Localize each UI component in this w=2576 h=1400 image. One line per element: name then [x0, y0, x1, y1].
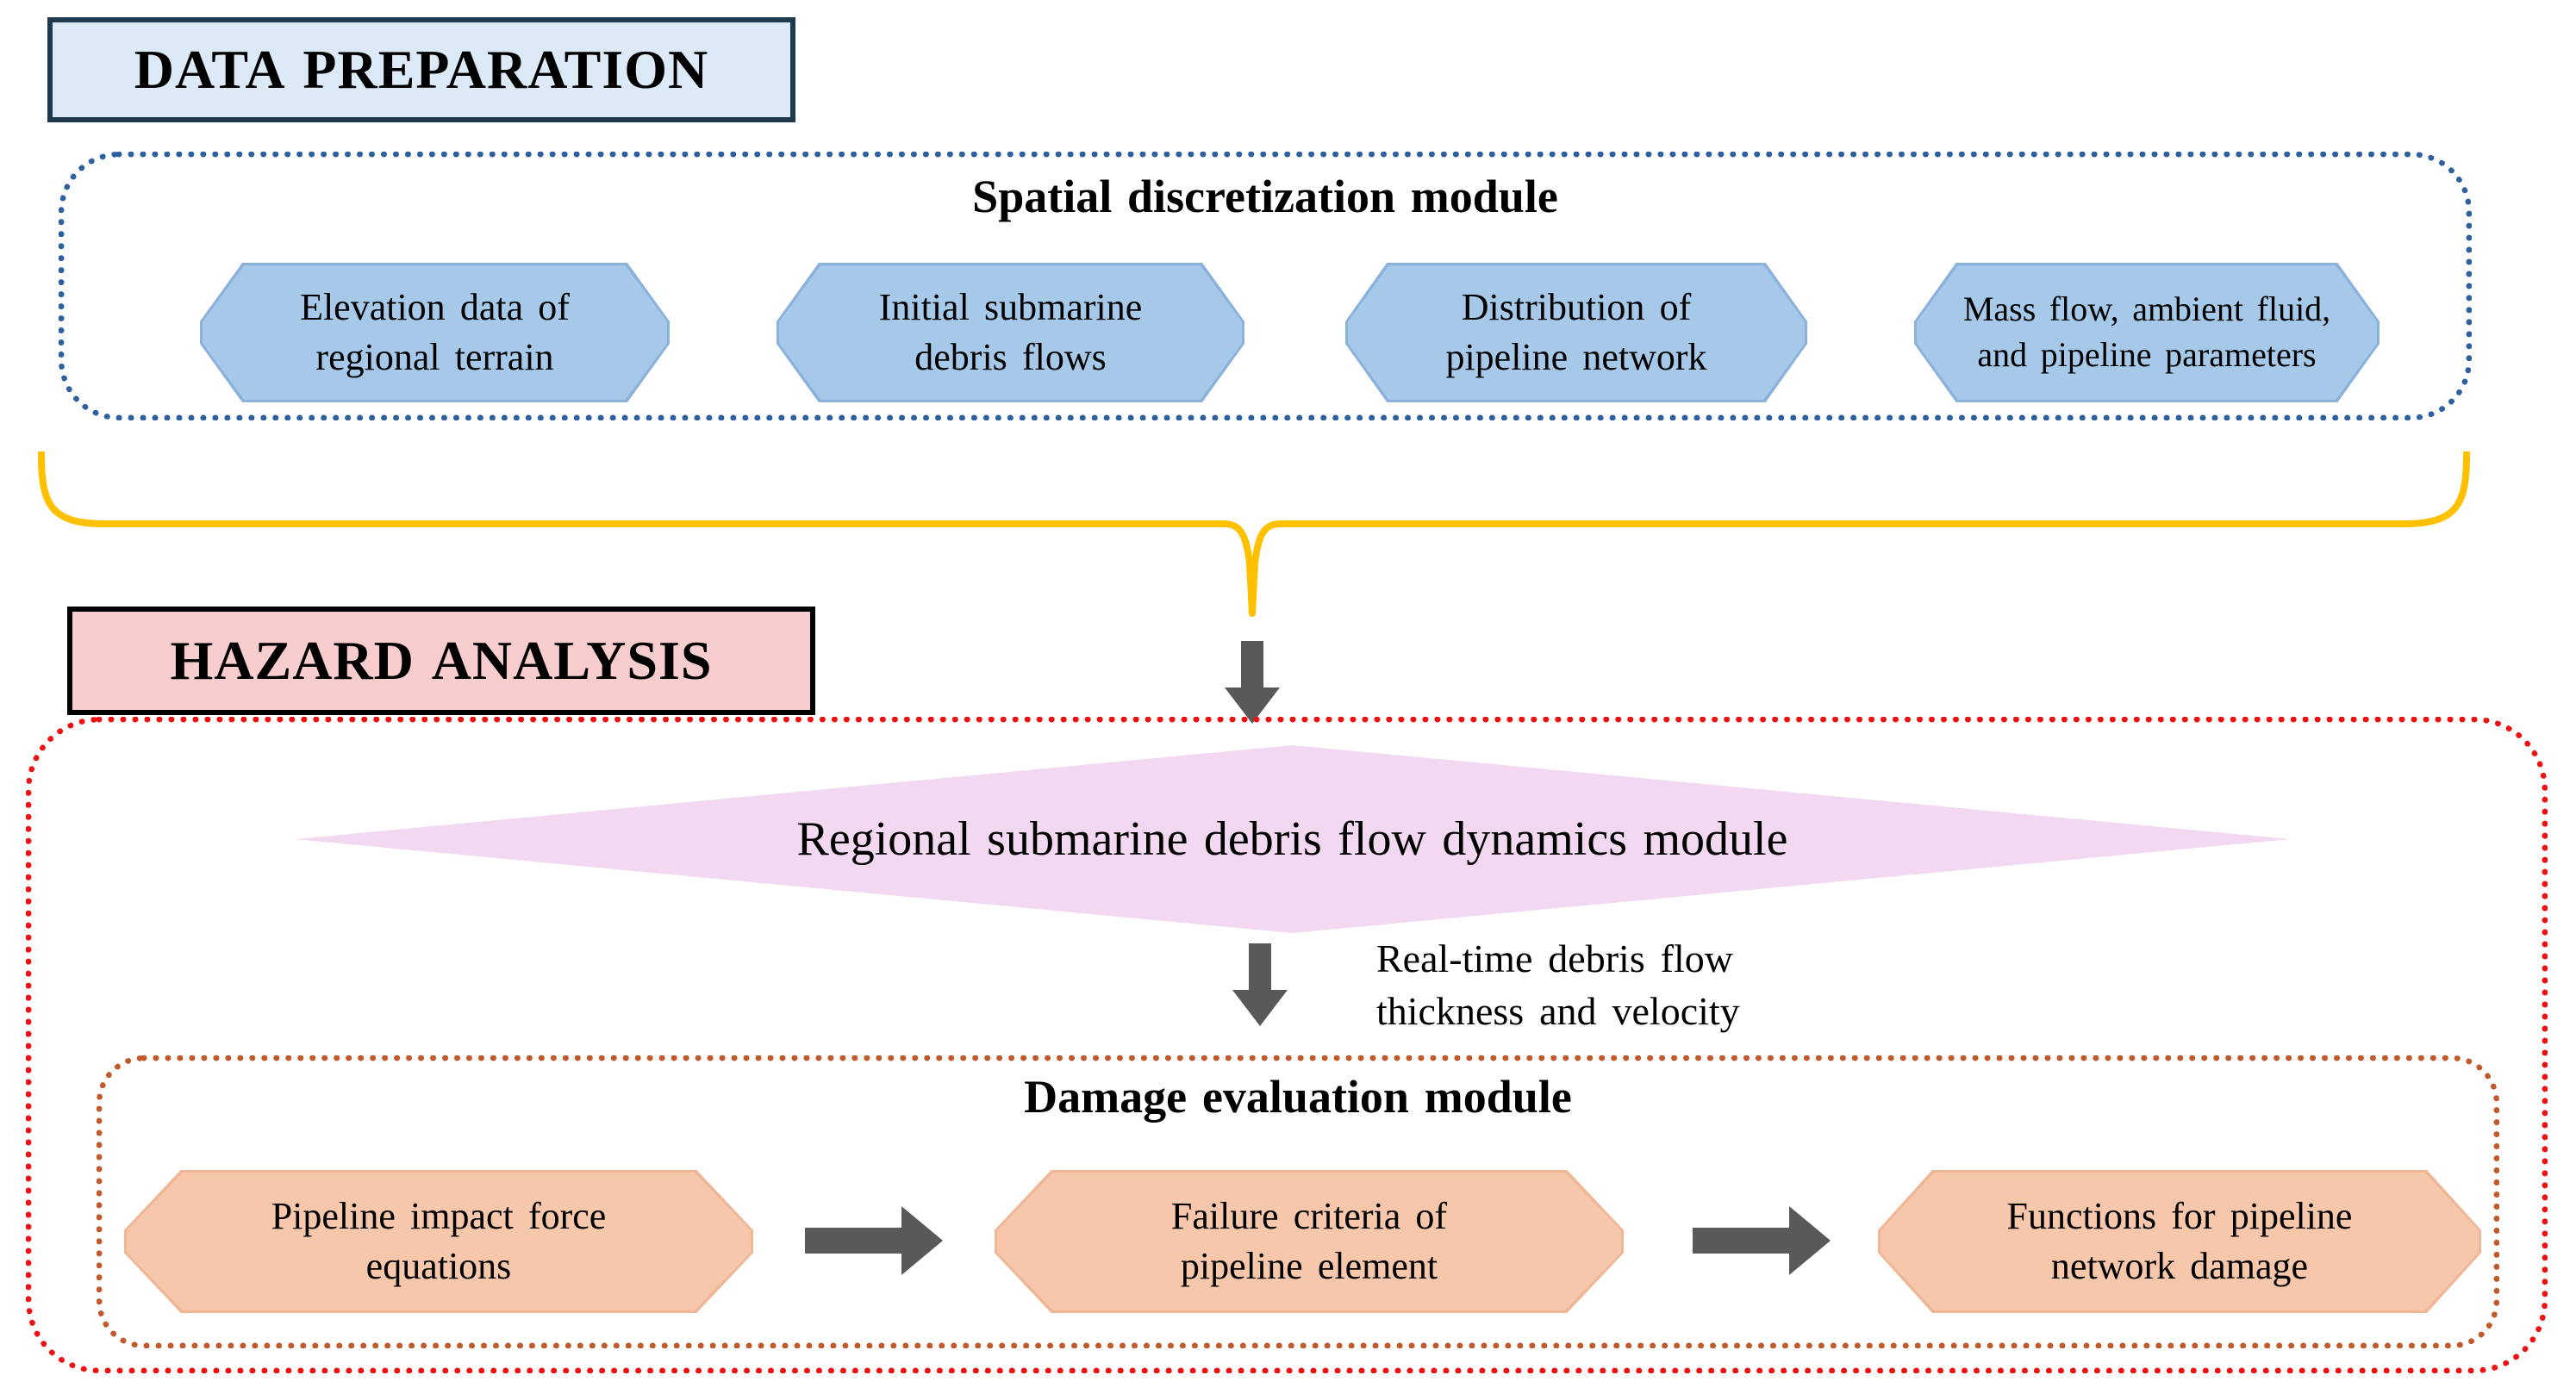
damage-evaluation-container: Damage evaluation module Pipeline impact…: [97, 1055, 2499, 1348]
failure-criteria-box: Failure criteria of pipeline element: [995, 1170, 1624, 1313]
right-arrow-icon: [1693, 1206, 1831, 1275]
mass-flow-parameters-box: Mass flow, ambient fluid, and pipeline p…: [1914, 263, 2380, 402]
data-preparation-label: DATA PREPARATION: [134, 39, 709, 100]
right-arrow-icon: [805, 1206, 943, 1275]
network-damage-box: Functions for pipeline network damage: [1878, 1170, 2481, 1313]
network-damage-label: Functions for pipeline network damage: [1881, 1173, 2479, 1310]
elevation-data-box: Elevation data of regional terrain: [200, 263, 670, 402]
down-arrow-icon: [1225, 641, 1280, 724]
impact-force-label: Pipeline impact force equations: [127, 1173, 751, 1310]
brace-icon: [38, 451, 2470, 617]
down-arrow-icon: [1232, 943, 1288, 1026]
dynamics-module-diamond: Regional submarine debris flow dynamics …: [295, 745, 2290, 933]
damage-module-title: Damage evaluation module: [1024, 1071, 1572, 1123]
flow-annotation: Real-time debris flow thickness and velo…: [1376, 936, 1740, 1033]
spatial-discretization-container: Spatial discretization module Elevation …: [59, 152, 2472, 420]
spatial-module-title: Spatial discretization module: [972, 171, 1558, 222]
elevation-data-label: Elevation data of regional terrain: [203, 265, 667, 400]
initial-debris-flows-label: Initial submarine debris flows: [779, 265, 1242, 400]
pipeline-distribution-box: Distribution of pipeline network: [1345, 263, 1807, 402]
impact-force-box: Pipeline impact force equations: [124, 1170, 753, 1313]
hazard-analysis-header: HAZARD ANALYSIS: [67, 607, 815, 715]
initial-debris-flows-box: Initial submarine debris flows: [777, 263, 1244, 402]
hazard-analysis-label: HAZARD ANALYSIS: [170, 630, 713, 691]
failure-criteria-label: Failure criteria of pipeline element: [997, 1173, 1621, 1310]
dynamics-module-title: Regional submarine debris flow dynamics …: [796, 812, 1788, 866]
hazard-analysis-container: Regional submarine debris flow dynamics …: [26, 717, 2548, 1373]
pipeline-distribution-label: Distribution of pipeline network: [1348, 265, 1805, 400]
data-preparation-header: DATA PREPARATION: [47, 17, 795, 122]
mass-flow-parameters-label: Mass flow, ambient fluid, and pipeline p…: [1917, 265, 2377, 400]
